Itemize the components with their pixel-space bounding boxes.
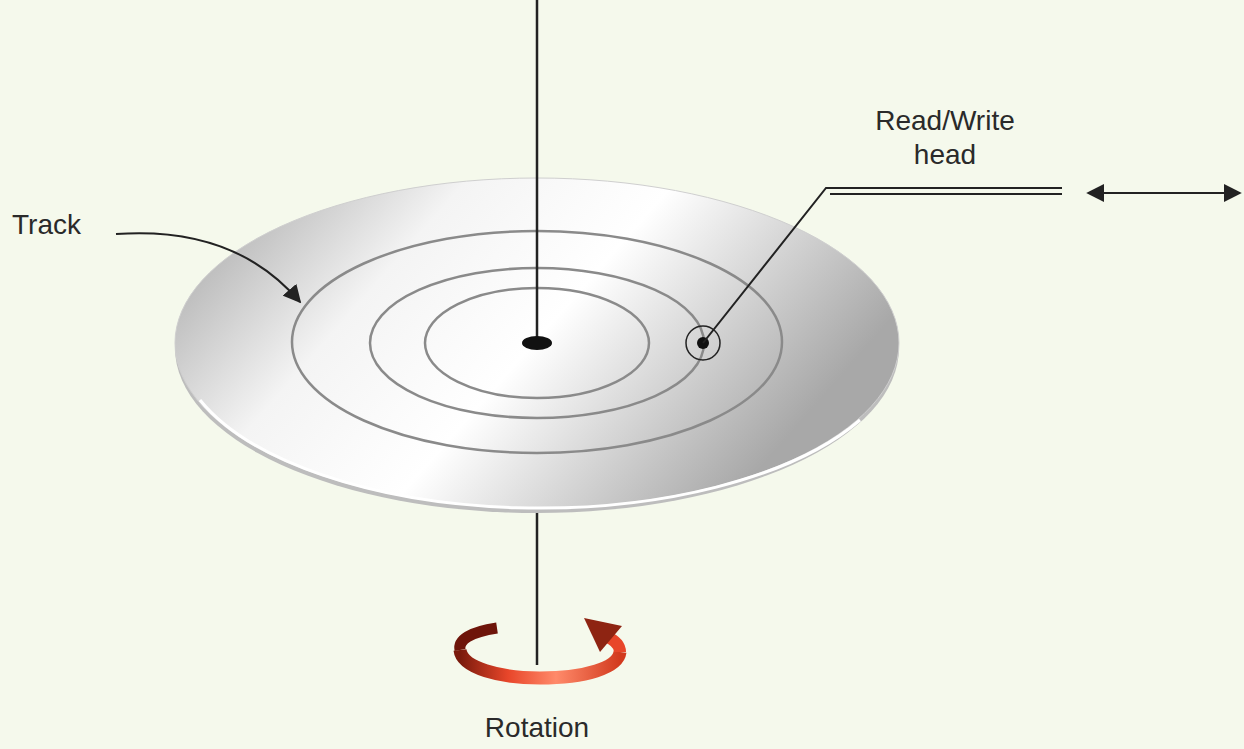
rotation-label: Rotation	[485, 711, 589, 745]
track-label: Track	[12, 208, 81, 242]
head-arm	[830, 193, 1062, 195]
motion-arrow	[1088, 192, 1240, 194]
rotation-arrow	[460, 618, 622, 678]
spindle	[536, 0, 539, 343]
head-arm	[703, 188, 1062, 343]
spindle	[536, 500, 539, 665]
spindle-hub	[522, 336, 552, 350]
leader-line	[116, 233, 300, 302]
head-label: Read/Write head	[850, 104, 1040, 172]
